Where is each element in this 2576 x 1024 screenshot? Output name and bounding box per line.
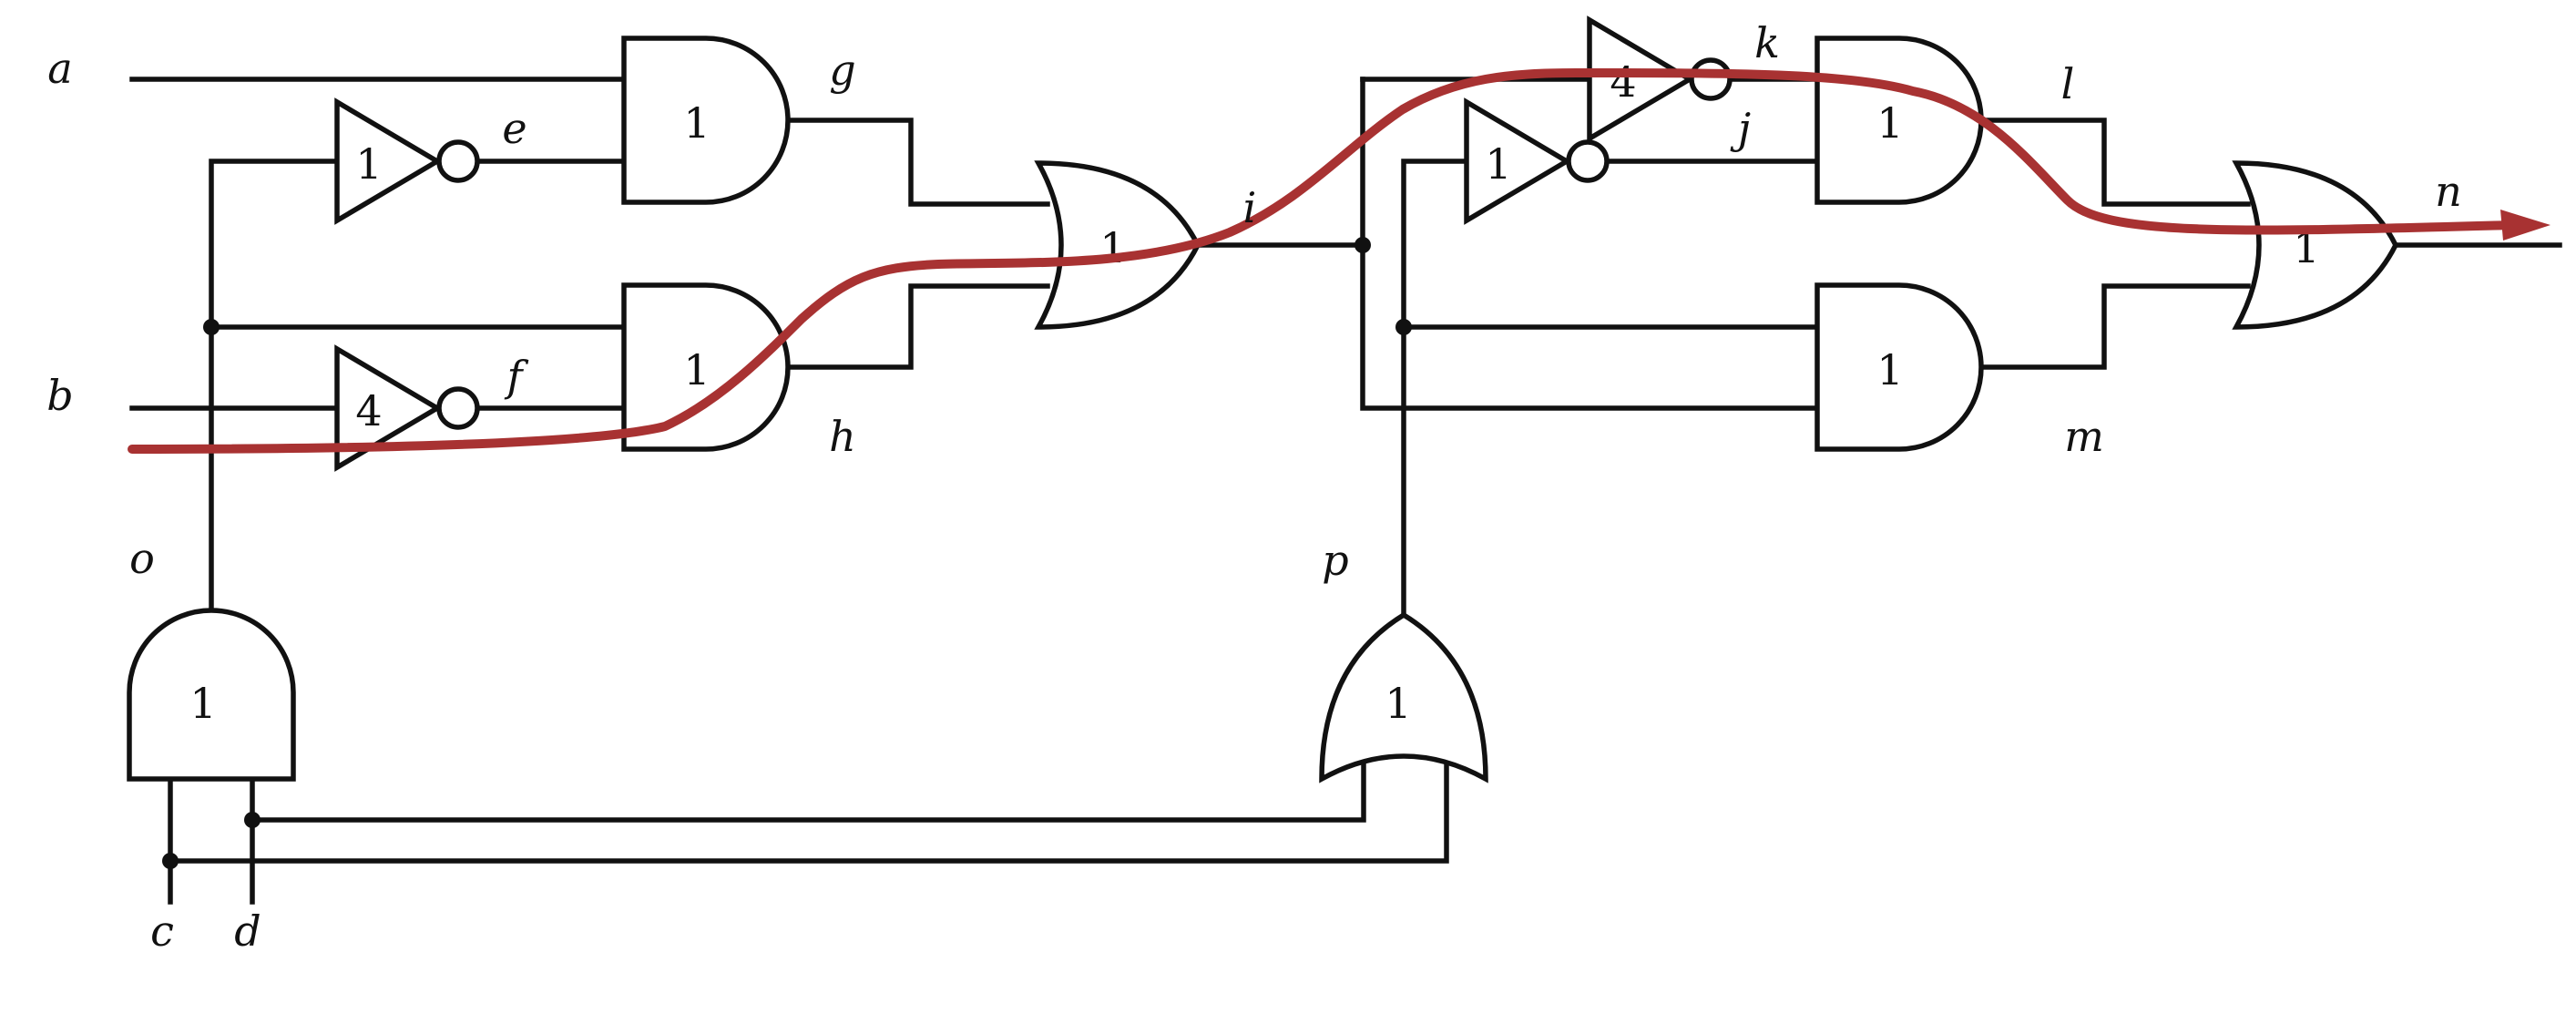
signal-label-o: o <box>129 534 155 583</box>
or-gate-i[interactable]: 1 <box>1034 160 1201 330</box>
signal-label-l: l <box>2061 59 2075 108</box>
wire-h <box>785 283 1050 370</box>
signal-label-f: f <box>504 352 528 401</box>
wire-p-bus <box>1401 159 1469 622</box>
signal-label-j: j <box>1730 104 1751 153</box>
signal-label-m: m <box>2064 412 2104 461</box>
signal-label-e: e <box>502 104 526 153</box>
critical-path-arrowhead <box>2500 210 2550 241</box>
signal-label-h: h <box>829 412 856 461</box>
or-gate-p[interactable]: 1 <box>1319 611 1488 783</box>
junction-dot <box>244 812 261 828</box>
wire-c-to-or-p <box>168 758 1449 864</box>
signal-label-k: k <box>1754 18 1780 67</box>
gate-delay-label: 4 <box>1610 57 1636 107</box>
signal-label-d: d <box>234 906 261 956</box>
signal-label-g: g <box>829 46 855 95</box>
wire-o-bus <box>209 159 340 622</box>
wire-g <box>785 118 1050 207</box>
not-gate-f[interactable]: 4 <box>334 344 480 472</box>
and-gate-o[interactable]: 1 <box>127 608 296 782</box>
junction-dot <box>162 853 179 869</box>
gates: 1 4 1 1 1 1 1 <box>127 15 2399 783</box>
gate-delay-label: 4 <box>355 386 382 435</box>
wire-d-to-or-p <box>250 763 1366 823</box>
signal-label-c: c <box>150 906 174 956</box>
wire-i-bus <box>1360 77 1820 411</box>
junctions <box>162 237 1412 869</box>
gate-delay-label: 1 <box>1385 679 1411 728</box>
signal-label-a: a <box>47 44 72 93</box>
gate-delay-label: 1 <box>683 345 710 394</box>
or-gate-n[interactable]: 1 <box>2232 160 2399 330</box>
and-gate-m[interactable]: 1 <box>1814 282 1984 452</box>
critical-path <box>128 68 2550 454</box>
junction-dot <box>203 319 220 335</box>
and-gate-g[interactable]: 1 <box>621 36 791 205</box>
junction-dot <box>1395 319 1412 335</box>
gate-delay-label: 1 <box>1485 139 1511 189</box>
wire-m <box>1978 283 2251 370</box>
gate-delay-label: 1 <box>189 679 216 728</box>
not-gate-j[interactable]: 1 <box>1464 97 1610 225</box>
not-gate-e[interactable]: 1 <box>334 97 480 225</box>
signal-labels: a b c d e f g h i j k l m n o p <box>46 18 2462 956</box>
and-gate-l[interactable]: 1 <box>1814 36 1984 205</box>
signal-label-p: p <box>1322 536 1348 585</box>
gate-delay-label: 1 <box>683 98 710 148</box>
gate-delay-label: 1 <box>1876 345 1903 394</box>
gate-delay-label: 1 <box>355 139 382 189</box>
wires <box>129 77 2562 905</box>
junction-dot <box>1354 237 1371 253</box>
wire-l <box>1978 118 2251 207</box>
and-gate-h[interactable]: 1 <box>621 282 791 452</box>
signal-label-n: n <box>2435 167 2462 216</box>
not-gate-k[interactable]: 4 <box>1587 15 1733 143</box>
critical-path-curve <box>128 68 2519 454</box>
gate-delay-label: 1 <box>1876 98 1903 148</box>
signal-label-i: i <box>1243 183 1257 232</box>
signal-label-b: b <box>46 371 73 420</box>
gate-delay-label: 1 <box>1099 223 1126 272</box>
